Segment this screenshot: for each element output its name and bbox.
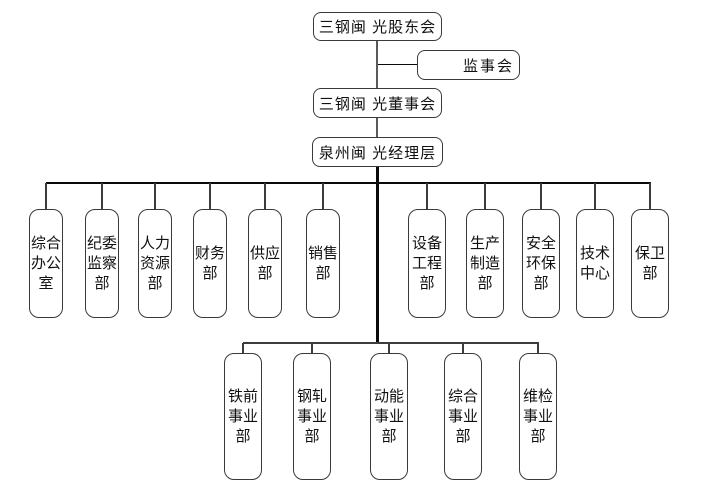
connector-drop-dept [209, 183, 211, 209]
connector-drop-division [388, 343, 390, 353]
connector-drop-dept [322, 183, 324, 209]
connector-supervisory-branch [378, 64, 417, 65]
connector-drop-division [311, 343, 313, 353]
connector-shareholders-board [376, 41, 378, 88]
node-division-ironmaking: 铁前事业部 [224, 353, 262, 480]
connector-drop-dept [264, 183, 266, 209]
connector-drop-dept [540, 183, 542, 209]
node-division-power-energy: 动能事业部 [370, 353, 408, 480]
connector-drop-dept [649, 183, 651, 209]
connector-trunk [376, 167, 379, 343]
connector-drop-dept [484, 183, 486, 209]
connector-drop-division [537, 343, 539, 353]
connector-row2-horizontal [243, 342, 539, 344]
node-dept-technology-center: 技术中心 [576, 209, 614, 318]
node-dept-equipment-engineering: 设备工程部 [408, 209, 446, 318]
connector-drop-dept [45, 183, 47, 209]
node-dept-sales: 销售部 [306, 209, 340, 318]
connector-drop-division [462, 343, 464, 353]
node-dept-security: 保卫部 [631, 209, 669, 318]
node-dept-safety-environment: 安全环保部 [522, 209, 560, 318]
connector-drop-dept [101, 183, 103, 209]
node-division-comprehensive: 综合事业部 [444, 353, 482, 480]
connector-board-management [376, 118, 378, 137]
connector-drop-dept [426, 183, 428, 209]
node-dept-human-resources: 人力资源部 [138, 209, 172, 318]
connector-row1-horizontal [46, 182, 651, 184]
node-management-layer: 泉州闽 光经理层 [312, 137, 443, 167]
node-dept-supply: 供应部 [248, 209, 282, 318]
node-dept-finance: 财务部 [193, 209, 227, 318]
connector-drop-division [242, 343, 244, 353]
node-shareholders: 三钢闽 光股东会 [313, 12, 442, 41]
node-dept-general-office: 综合办公室 [29, 209, 63, 318]
node-board-of-directors: 三钢闽 光董事会 [313, 88, 442, 118]
node-supervisory-board: 监事会 [417, 50, 520, 80]
connector-drop-dept [594, 183, 596, 209]
node-division-steel-rolling: 钢轧事业部 [293, 353, 331, 480]
node-division-maintenance-inspection: 维检事业部 [519, 353, 557, 480]
node-dept-discipline-supervision: 纪委监察部 [85, 209, 119, 318]
connector-drop-dept [154, 183, 156, 209]
node-dept-production-manufacturing: 生产制造部 [466, 209, 504, 318]
